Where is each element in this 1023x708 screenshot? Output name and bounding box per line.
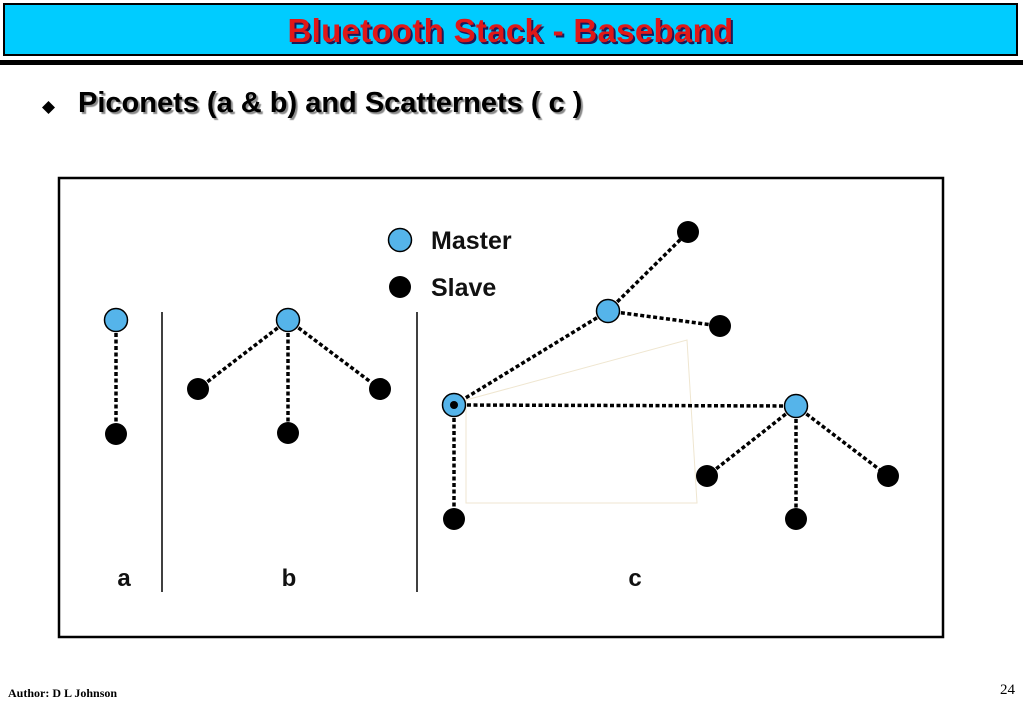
slave-node xyxy=(369,378,391,400)
master-node xyxy=(103,307,129,333)
legend-master-label: Master xyxy=(431,227,512,255)
title-rule xyxy=(0,60,1023,65)
faint-outline xyxy=(465,339,698,504)
panel-label-a: a xyxy=(117,565,131,592)
legend-master-swatch xyxy=(387,227,413,253)
slave-node xyxy=(443,508,465,530)
diagram-frame xyxy=(57,176,945,639)
slave-node xyxy=(877,465,899,487)
slave-node xyxy=(709,315,731,337)
slave-node xyxy=(785,508,807,530)
slave-node xyxy=(187,378,209,400)
legend-slave-label: Slave xyxy=(431,274,496,302)
master-node xyxy=(275,307,301,333)
link xyxy=(606,230,690,313)
link xyxy=(196,318,290,391)
panel-label-c: c xyxy=(628,565,641,592)
link xyxy=(286,318,382,391)
master-node xyxy=(595,298,621,324)
link xyxy=(794,404,890,478)
panel-label-b: b xyxy=(282,565,297,592)
link xyxy=(453,309,609,407)
diamond-bullet-icon xyxy=(42,101,55,114)
slave-node xyxy=(105,423,127,445)
slave-node xyxy=(277,422,299,444)
slave-node xyxy=(696,465,718,487)
legend-slave-swatch xyxy=(389,276,411,298)
bullet-text: Piconets (a & b) and Scatternets ( c ) xyxy=(78,87,583,119)
title-bar: Bluetooth Stack - Baseband xyxy=(3,3,1018,56)
slave-node xyxy=(677,221,699,243)
slide-title: Bluetooth Stack - Baseband xyxy=(287,12,734,49)
link xyxy=(453,403,797,408)
link xyxy=(705,404,798,478)
bridge-node-slave-dot xyxy=(450,401,458,409)
link xyxy=(607,309,721,328)
master-node xyxy=(783,393,809,419)
footer-author: Author: D L Johnson xyxy=(8,686,118,700)
page-number: 24 xyxy=(1000,682,1015,698)
